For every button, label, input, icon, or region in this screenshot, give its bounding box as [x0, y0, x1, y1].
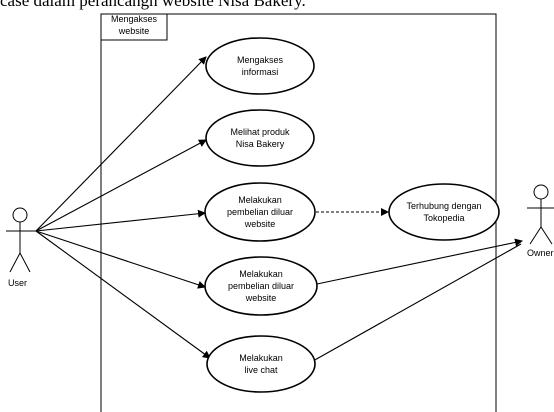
use-case-pembelian-diluar-website-1: [204, 182, 316, 242]
external-use-case-line2: Tokopedia: [423, 213, 464, 223]
use-case-terhubung-tokopedia: [388, 183, 500, 241]
owner-actor-right-leg: [540, 226, 553, 245]
use-case-live-chat: [206, 335, 316, 393]
use-case-3-line3: website: [244, 219, 276, 229]
use-case-3-line1: Melakukan: [238, 195, 282, 205]
owner-actor-label: Owner: [527, 248, 554, 258]
use-case-2-line2: Nisa Bakery: [236, 139, 285, 149]
system-boundary-label-line1: Mengakses: [111, 14, 158, 24]
association-user-mengakses-informasi: [35, 56, 207, 232]
association-user-live-chat: [35, 230, 211, 359]
association-pembelian-owner: [316, 238, 523, 285]
association-user-pembelian-1: [35, 209, 206, 232]
user-actor-label: User: [8, 278, 27, 288]
use-case-3-line2: pembelian diluar: [227, 207, 293, 217]
use-case-melihat-produk: [205, 109, 315, 167]
external-use-case-line1: Terhubung dengan: [406, 201, 481, 211]
use-case-4-line3: website: [245, 293, 277, 303]
use-case-mengakses-informasi: [205, 37, 315, 95]
user-actor-head: [12, 207, 28, 223]
use-case-1-line1: Mengakses: [237, 55, 284, 65]
user-actor-left-leg: [9, 252, 21, 273]
figure-caption: case dalam perancangn website Nisa Baker…: [0, 0, 306, 10]
association-live-chat-owner: [312, 243, 522, 362]
association-user-melihat-produk: [35, 139, 207, 232]
use-case-4-line2: pembelian diluar: [228, 281, 294, 291]
actor-owner: [527, 184, 554, 245]
owner-actor-left-leg: [529, 226, 542, 245]
use-case-2-line1: Melihat produk: [230, 127, 290, 137]
actor-user: [6, 207, 36, 273]
use-case-4-line1: Melakukan: [239, 269, 283, 279]
use-case-5-line1: Melakukan: [239, 353, 283, 363]
owner-actor-head: [533, 184, 549, 200]
use-case-pembelian-diluar-website-2: [204, 256, 318, 316]
use-case-1-line2: informasi: [242, 67, 279, 77]
user-actor-right-leg: [19, 252, 31, 273]
system-boundary-tab: [100, 13, 168, 41]
association-user-pembelian-2: [35, 230, 206, 289]
system-boundary-label-line2: website: [118, 26, 150, 36]
use-case-5-line2: live chat: [244, 365, 278, 375]
